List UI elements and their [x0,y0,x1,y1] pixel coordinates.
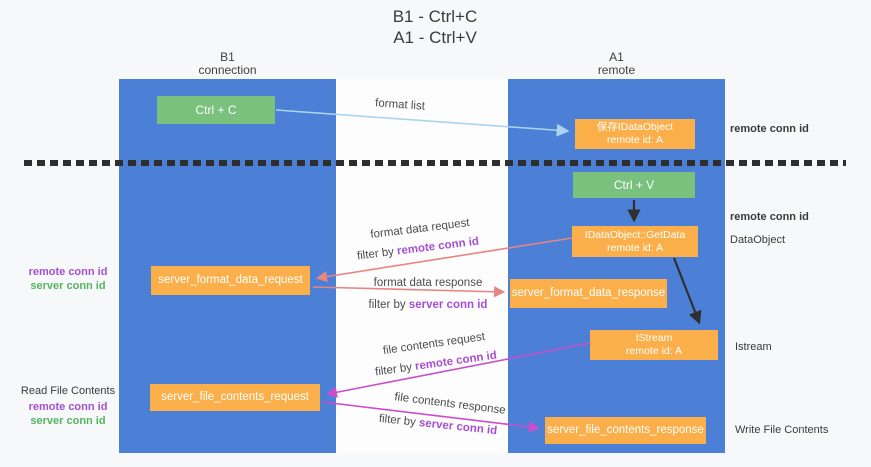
label-server-conn-id-left-1: server conn id [30,280,106,292]
server-file-contents-response-label: server_file_contents_response [547,424,704,436]
filter-by-text: filter by [368,299,409,311]
title-line-1: B1 - Ctrl+C [392,7,478,26]
getdata-line2: remote id: A [606,241,664,254]
label-server-conn-id-left-2: server conn id [30,415,106,427]
lane-b1-role: connection [198,63,257,77]
lane-header-b1: B1 connection [119,51,336,77]
node-server-file-contents-response: server_file_contents_response [545,417,706,444]
istream-line1: IStream [635,332,673,344]
node-server-format-data-request: server_format_data_request [151,266,310,295]
label-remote-conn-id-mid-right: remote conn id [730,211,809,223]
lane-a1-role: remote [597,63,636,77]
label-filter-server-1: filter by server conn id [369,299,488,311]
node-idataobject-getdata: IDataObject::GetData remote id: A [572,226,698,257]
node-ctrl-c: Ctrl + C [157,96,275,124]
server-file-contents-request-label: server_file_contents_request [161,391,309,403]
node-ctrl-v: Ctrl + V [573,172,695,198]
lane-header-a1: A1 remote [508,51,725,77]
istream-line2: remote id: A [625,345,683,357]
getdata-line1: IDataObject::GetData [584,228,686,241]
label-remote-conn-id-top-right: remote conn id [730,123,809,135]
lane-b1-name: B1 [220,50,235,64]
server-conn-id-text: server conn id [408,299,488,311]
label-remote-conn-id-left-2: remote conn id [28,401,108,413]
label-write-file-contents: Write File Contents [735,424,829,436]
node-server-file-contents-request: server_file_contents_request [150,384,320,411]
label-read-file-contents: Read File Contents [20,385,116,397]
node-server-format-data-response: server_format_data_response [510,279,667,308]
save-idataobject-line1: 保存IDataObject [596,121,674,133]
label-remote-conn-id-left-1: remote conn id [28,266,108,278]
dashed-separator-line [24,160,846,166]
server-format-data-request-label: server_format_data_request [158,274,303,286]
ctrl-v-label: Ctrl + V [613,177,655,192]
left-conn-id-group-file: Read File Contents remote conn id server… [13,384,123,428]
diagram-title: B1 - Ctrl+C A1 - Ctrl+V [285,6,585,48]
ctrl-c-label: Ctrl + C [195,102,237,117]
node-istream: IStream remote id: A [590,330,718,360]
server-format-data-response-label: server_format_data_response [511,287,666,299]
save-idataobject-line2: remote id: A [606,134,664,146]
label-format-data-response: format data response [373,277,483,289]
label-istream-right: Istream [735,341,772,353]
label-dataobject: DataObject [730,234,786,246]
lane-a1-name: A1 [609,50,624,64]
node-save-idataobject: 保存IDataObject remote id: A [575,119,695,149]
left-conn-id-group-format: remote conn id server conn id [13,265,123,293]
title-line-2: A1 - Ctrl+V [393,28,477,47]
